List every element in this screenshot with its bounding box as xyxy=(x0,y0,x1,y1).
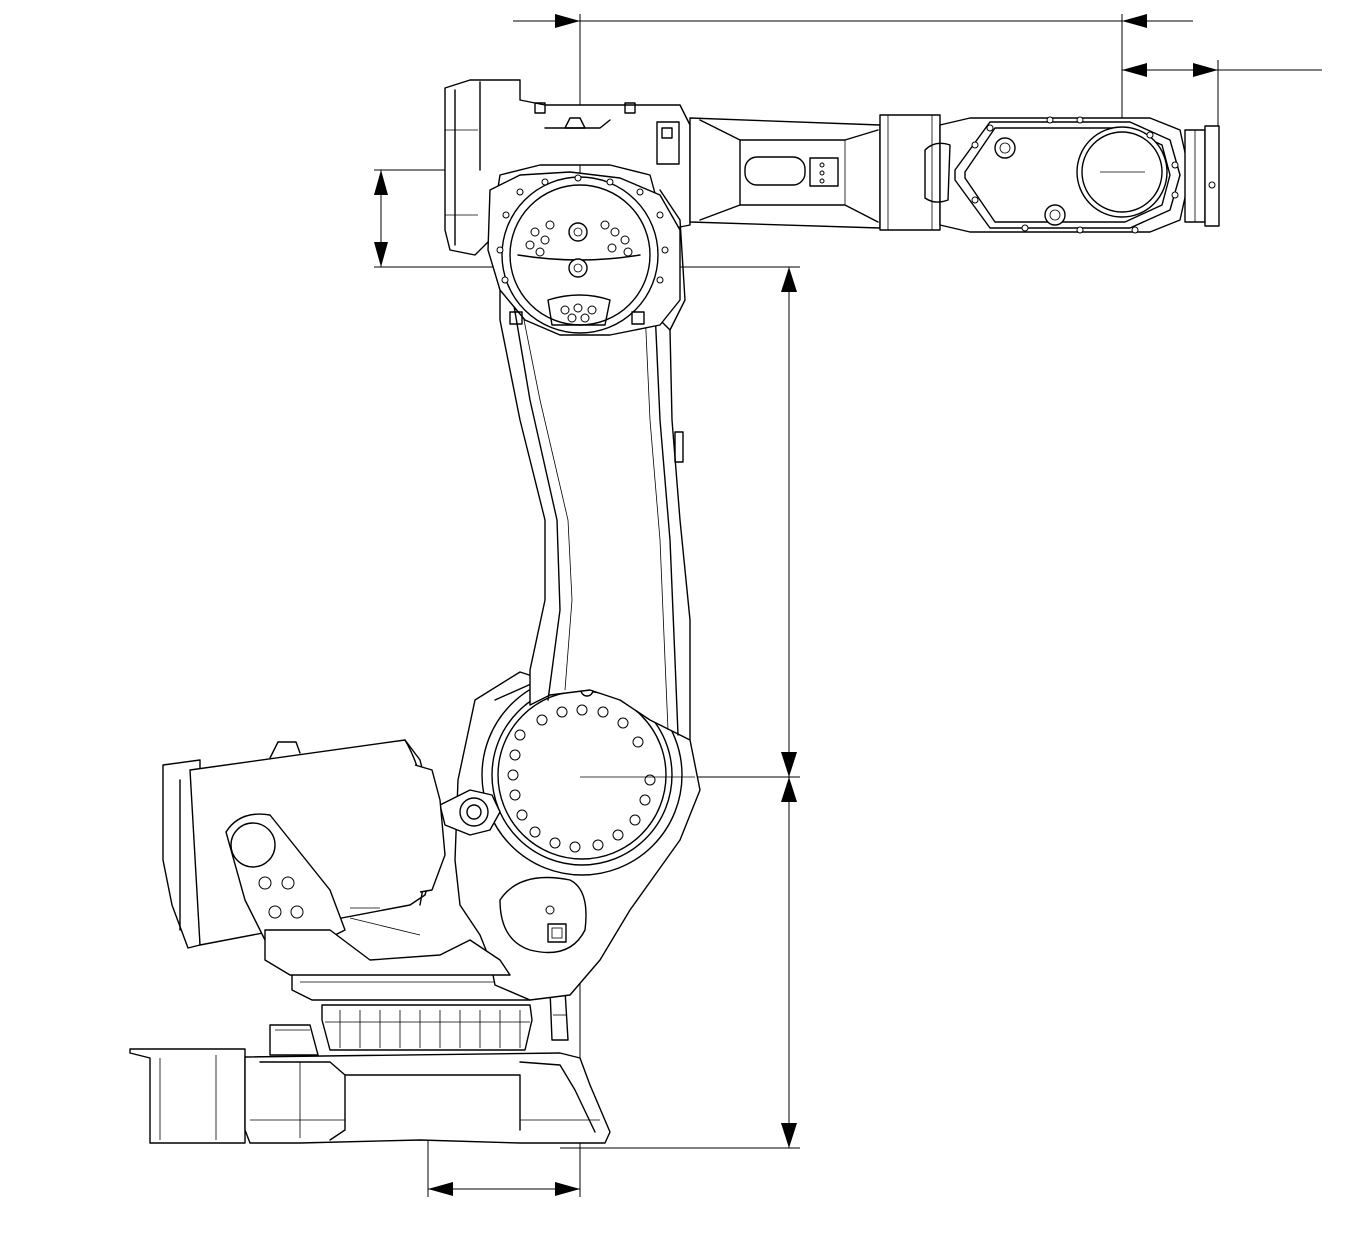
wrist-flange-icon xyxy=(924,116,1220,234)
robot-arm-icon xyxy=(162,284,701,1001)
axis-centerlines xyxy=(580,171,1145,778)
elbow-housing xyxy=(444,79,691,336)
forearm xyxy=(689,114,941,231)
robot-base-icon xyxy=(129,969,611,1144)
